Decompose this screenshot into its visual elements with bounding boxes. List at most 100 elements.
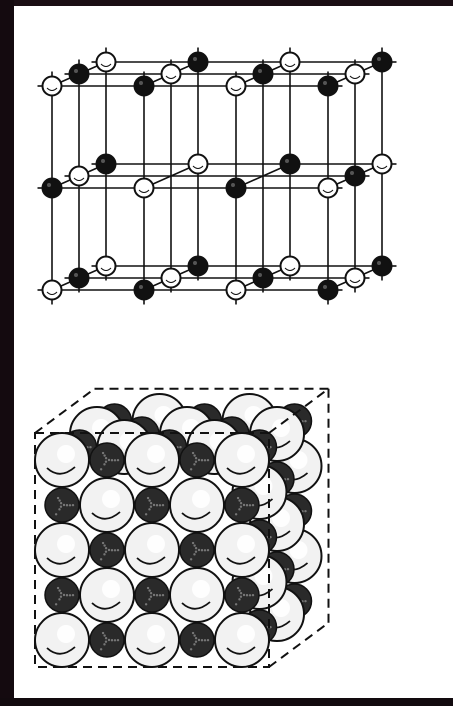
small-ion-texture xyxy=(193,544,195,546)
small-ion-texture xyxy=(198,639,200,641)
small-ion-texture xyxy=(193,634,195,636)
large-ion-highlight xyxy=(237,535,255,553)
small-ion-texture xyxy=(69,594,71,596)
small-ion-texture xyxy=(179,446,181,448)
small-ion-texture xyxy=(238,508,240,510)
small-ion-texture xyxy=(204,459,206,461)
small-ion-texture xyxy=(237,497,239,499)
small-ion-texture xyxy=(100,558,102,560)
small-ion-texture xyxy=(105,551,107,553)
small-ion-texture xyxy=(103,544,105,546)
small-ion-texture xyxy=(304,600,306,602)
small-ion-texture xyxy=(192,542,194,544)
small-ion-texture xyxy=(153,504,155,506)
large-ion-highlight xyxy=(102,580,120,598)
small-ion-texture xyxy=(240,502,242,504)
small-ion-texture xyxy=(111,459,113,461)
small-ion-texture xyxy=(102,452,104,454)
small-ion-texture xyxy=(58,508,60,510)
small-ion-texture xyxy=(105,641,107,643)
large-ion-highlight xyxy=(147,625,165,643)
small-ion-texture xyxy=(148,598,150,600)
small-ion-texture xyxy=(195,551,197,553)
small-ion-texture xyxy=(246,504,248,506)
small-ion-texture xyxy=(304,510,306,512)
small-ion-texture xyxy=(117,459,119,461)
large-ion-highlight xyxy=(192,580,210,598)
small-ion-texture xyxy=(105,637,107,639)
small-ion-texture xyxy=(207,639,209,641)
small-ion-texture xyxy=(156,504,158,506)
small-ion-texture xyxy=(150,506,152,508)
small-ion-texture xyxy=(63,594,65,596)
small-ion-texture xyxy=(150,502,152,504)
small-ion-texture xyxy=(60,592,62,594)
small-ion-texture xyxy=(100,468,102,470)
small-ion-texture xyxy=(72,504,74,506)
small-ion-texture xyxy=(201,459,203,461)
small-ion-texture xyxy=(243,504,245,506)
small-ion-texture xyxy=(103,454,105,456)
small-ion-texture xyxy=(153,594,155,596)
large-ion-highlight xyxy=(57,445,75,463)
small-ion-texture xyxy=(148,499,150,501)
small-ion-texture xyxy=(240,506,242,508)
small-ion-texture xyxy=(102,632,104,634)
small-ion-texture xyxy=(105,457,107,459)
small-ion-texture xyxy=(238,589,240,591)
small-ion-texture xyxy=(145,603,147,605)
small-ion-texture xyxy=(207,549,209,551)
small-ion-texture xyxy=(192,632,194,634)
small-ion-texture xyxy=(147,497,149,499)
large-ion-highlight xyxy=(237,445,255,463)
small-ion-texture xyxy=(117,639,119,641)
small-ion-texture xyxy=(57,587,59,589)
small-ion-texture xyxy=(252,504,254,506)
space-filling-ions xyxy=(35,394,322,667)
small-ion-texture xyxy=(103,553,105,555)
small-ion-texture xyxy=(162,504,164,506)
large-ion-highlight xyxy=(57,625,75,643)
small-ion-texture xyxy=(243,594,245,596)
small-ion-texture xyxy=(287,568,289,570)
small-ion-texture xyxy=(238,598,240,600)
small-ion-texture xyxy=(105,461,107,463)
small-ion-texture xyxy=(240,592,242,594)
large-ion-highlight xyxy=(57,535,75,553)
small-ion-texture xyxy=(108,639,110,641)
small-ion-texture xyxy=(147,587,149,589)
small-ion-texture xyxy=(103,463,105,465)
small-ion-texture xyxy=(58,598,60,600)
small-ion-texture xyxy=(55,513,57,515)
small-ion-texture xyxy=(57,497,59,499)
small-ion-texture xyxy=(55,603,57,605)
small-ion-texture xyxy=(60,596,62,598)
small-ion-texture xyxy=(240,596,242,598)
small-ion-texture xyxy=(207,459,209,461)
small-ion-texture xyxy=(193,454,195,456)
small-ion-texture xyxy=(162,594,164,596)
small-ion-texture xyxy=(159,594,161,596)
large-ion-highlight xyxy=(237,625,255,643)
small-ion-texture xyxy=(150,596,152,598)
small-ion-texture xyxy=(114,639,116,641)
small-ion-texture xyxy=(195,641,197,643)
small-ion-texture xyxy=(193,643,195,645)
small-ion-texture xyxy=(100,648,102,650)
small-ion-texture xyxy=(103,634,105,636)
small-ion-texture xyxy=(111,639,113,641)
small-ion-texture xyxy=(60,506,62,508)
small-ion-texture xyxy=(201,639,203,641)
small-ion-texture xyxy=(193,463,195,465)
small-ion-texture xyxy=(89,446,91,448)
small-ion-texture xyxy=(63,504,65,506)
small-ion-texture xyxy=(190,648,192,650)
small-ion-texture xyxy=(148,508,150,510)
small-ion-texture xyxy=(190,558,192,560)
small-ion-texture xyxy=(246,594,248,596)
small-ion-texture xyxy=(204,549,206,551)
small-ion-texture xyxy=(72,594,74,596)
small-ion-texture xyxy=(237,587,239,589)
small-ion-texture xyxy=(69,504,71,506)
